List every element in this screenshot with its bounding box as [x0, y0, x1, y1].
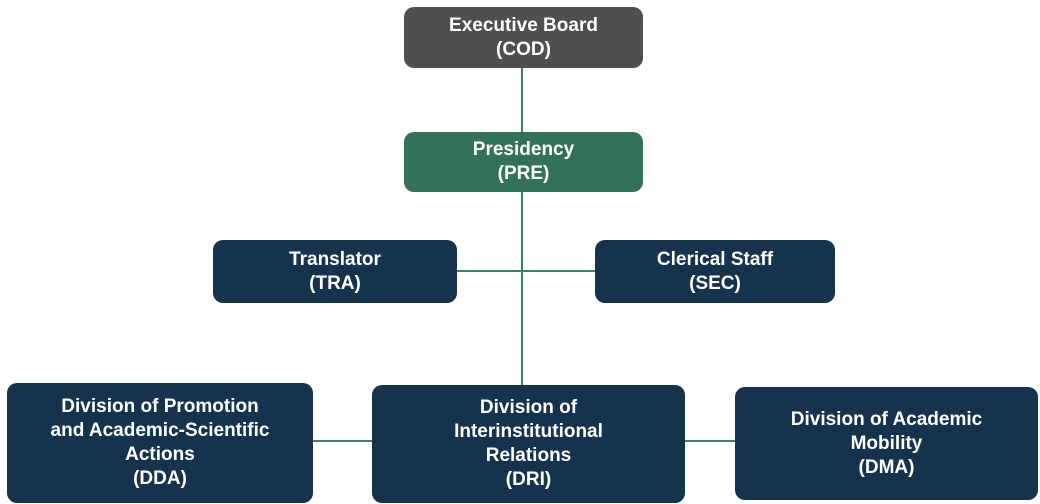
node-presidency-label: Presidency	[472, 139, 575, 160]
node-clerical-staff-label: Clerical Staff	[656, 248, 774, 270]
node-division-interinstitutional-label: Division of Interinstitutional Relations	[454, 397, 603, 466]
node-translator-label: Translator	[289, 248, 381, 270]
node-division-interinstitutional-code: (DRI)	[505, 469, 552, 490]
node-translator-code: (TRA)	[309, 272, 361, 294]
node-executive-board-code: (COD)	[496, 38, 551, 60]
connector-dri-dma	[685, 440, 735, 442]
node-clerical-staff-code: (SEC)	[689, 272, 741, 294]
node-division-promotion: Division of Promotion and Academic-Scien…	[7, 383, 313, 503]
node-executive-board: Executive Board (COD)	[404, 7, 643, 68]
node-division-promotion-label: Division of Promotion and Academic-Scien…	[50, 396, 270, 465]
connector-cod-pre	[521, 68, 523, 132]
node-translator: Translator (TRA)	[213, 240, 457, 303]
node-clerical-staff: Clerical Staff (SEC)	[595, 240, 835, 303]
node-division-academic-mobility: Division of Academic Mobility (DMA)	[735, 387, 1038, 500]
connector-tra-sec	[457, 270, 595, 272]
node-division-academic-mobility-code: (DMA)	[858, 456, 915, 478]
connector-dda-dri	[313, 440, 372, 442]
node-executive-board-label: Executive Board	[449, 14, 598, 36]
node-division-interinstitutional: Division of Interinstitutional Relations…	[372, 385, 685, 503]
node-division-academic-mobility-label: Division of Academic Mobility	[790, 408, 983, 454]
node-division-promotion-code: (DDA)	[133, 468, 187, 489]
connector-pre-dri	[521, 192, 523, 386]
node-presidency: Presidency (PRE)	[404, 132, 643, 192]
node-presidency-code: (PRE)	[497, 163, 550, 184]
